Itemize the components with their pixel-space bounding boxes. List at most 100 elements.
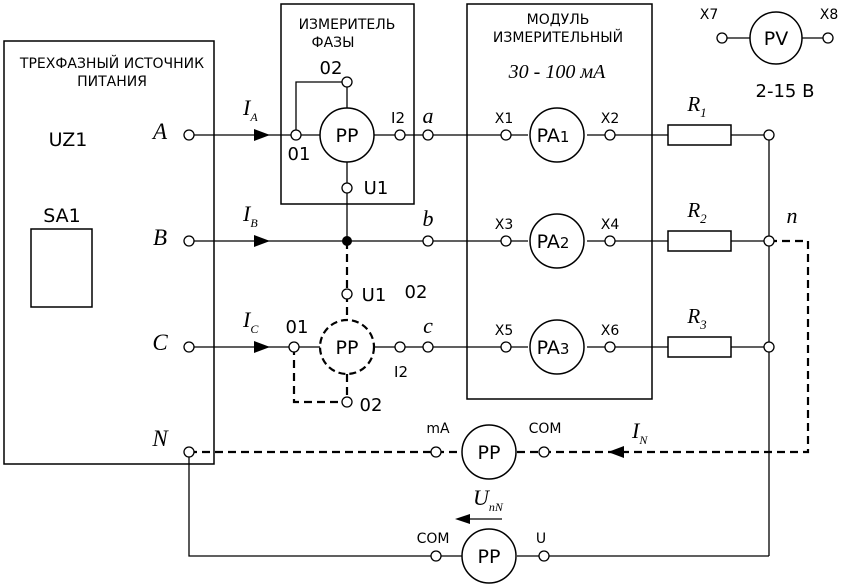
terminal-x1[interactable] [500, 129, 512, 141]
com-n-label: COM [529, 421, 562, 437]
resistor-r1 [667, 124, 732, 146]
pp-c-o1-label: 01 [286, 317, 309, 338]
pa2-label: PA2 [537, 231, 570, 253]
terminal-pp-c-u1[interactable] [341, 288, 353, 300]
terminal-node-c[interactable] [422, 341, 434, 353]
pv-label: PV [764, 28, 788, 50]
phase-c-label: C [152, 330, 168, 355]
terminal-x5[interactable] [500, 341, 512, 353]
x7-label: X7 [700, 7, 719, 23]
terminals [183, 32, 834, 562]
phase-a-label: A [151, 119, 168, 144]
terminal-r3-end[interactable] [763, 341, 775, 353]
pp-c-o2-top-label: 02 [405, 282, 428, 303]
pp-a-u1-label: U1 [364, 178, 389, 199]
module-title-2: ИЗМЕРИТЕЛЬНЫЙ [493, 28, 623, 46]
x2-label: X2 [601, 111, 620, 127]
unn-label: UnN [473, 485, 504, 514]
terminal-node-a[interactable] [422, 129, 434, 141]
junction-b [342, 236, 352, 246]
x3-label: X3 [495, 217, 514, 233]
phase-meter-c-label: PP [336, 337, 359, 359]
terminal-x7[interactable] [716, 32, 728, 44]
r3-label: R3 [686, 304, 707, 332]
arrow-in [608, 446, 624, 458]
pp-c-u1-label: U1 [362, 285, 387, 306]
arrow-ic [254, 341, 270, 353]
terminal-x2[interactable] [604, 129, 616, 141]
terminal-x3[interactable] [500, 235, 512, 247]
terminal-com-n[interactable] [538, 446, 550, 458]
uz1-label: UZ1 [49, 129, 88, 151]
ma-label: mA [426, 421, 450, 437]
terminal-node-b[interactable] [422, 235, 434, 247]
terminal-pp-a-01[interactable] [290, 129, 302, 141]
ammeter-pa2 [529, 213, 585, 269]
dash-c-loop [292, 347, 347, 404]
ic-label: IC [242, 307, 259, 336]
phase-meter-title-2: ФАЗЫ [312, 35, 355, 51]
pp-c-i2-label: I2 [394, 363, 408, 381]
node-b-label: b [423, 206, 434, 231]
node-c-label: c [423, 313, 433, 338]
terminal-pp-c-i2[interactable] [394, 341, 406, 353]
ia-label: IA [242, 95, 258, 124]
in-label: IN [631, 418, 648, 447]
voltage-meter [461, 528, 517, 584]
module-range: 30 - 100 мА [508, 61, 606, 83]
terminal-com-u[interactable] [430, 550, 442, 562]
arrow-ib [254, 235, 270, 247]
ammeter-pa1 [529, 107, 585, 163]
resistor-r2 [667, 230, 732, 252]
source-title-1: ТРЕХФАЗНЫЙ ИСТОЧНИК [19, 54, 204, 72]
neutral-meter-label: PP [478, 442, 501, 464]
terminal-x6[interactable] [604, 341, 616, 353]
source-box [3, 40, 215, 465]
pa1-label: PA1 [537, 125, 570, 147]
ammeter-pa3 [529, 319, 585, 375]
wire-a-loop [295, 81, 347, 135]
com-u-label: COM [417, 531, 450, 547]
terminal-pp-a-u1[interactable] [341, 182, 353, 194]
x6-label: X6 [601, 323, 620, 339]
phase-b-label: B [153, 225, 167, 250]
sa1-label: SA1 [43, 205, 81, 227]
wire-n-bottom [188, 452, 436, 557]
terminal-b[interactable] [183, 235, 195, 247]
terminal-pp-c-02[interactable] [341, 396, 353, 408]
terminal-u[interactable] [538, 550, 550, 562]
terminal-x4[interactable] [604, 235, 616, 247]
source-title-2: ПИТАНИЯ [77, 74, 147, 90]
module-title-1: МОДУЛЬ [527, 12, 590, 28]
dash-n-return [609, 239, 810, 454]
neutral-label: N [151, 426, 169, 451]
terminal-a[interactable] [183, 129, 195, 141]
r2-label: R2 [686, 198, 707, 226]
x5-label: X5 [495, 323, 514, 339]
neutral-meter [461, 424, 517, 480]
terminal-ma[interactable] [430, 446, 442, 458]
terminal-c[interactable] [183, 341, 195, 353]
arrow-ia [254, 129, 270, 141]
voltmeter-pv [749, 11, 803, 65]
arrow-unn-head [455, 514, 470, 524]
resistor-r3 [667, 336, 732, 358]
terminal-pp-c-01[interactable] [288, 341, 300, 353]
r1-label: R1 [686, 92, 706, 120]
terminal-n-point[interactable] [763, 235, 775, 247]
pp-c-o2-bottom-label: 02 [360, 395, 383, 416]
phase-meter-c [318, 318, 376, 376]
sa1-switch [30, 228, 93, 308]
node-a-label: a [423, 103, 434, 128]
terminal-r1-end[interactable] [763, 129, 775, 141]
node-n-label: n [787, 203, 798, 228]
terminal-n[interactable] [183, 446, 195, 458]
phase-meter-a [319, 107, 375, 163]
ib-label: IB [242, 201, 258, 230]
pa3-label: PA3 [537, 337, 570, 359]
terminal-x8[interactable] [822, 32, 834, 44]
x1-label: X1 [495, 111, 514, 127]
terminal-pp-a-02[interactable] [341, 76, 353, 88]
terminal-pp-a-i2[interactable] [394, 129, 406, 141]
